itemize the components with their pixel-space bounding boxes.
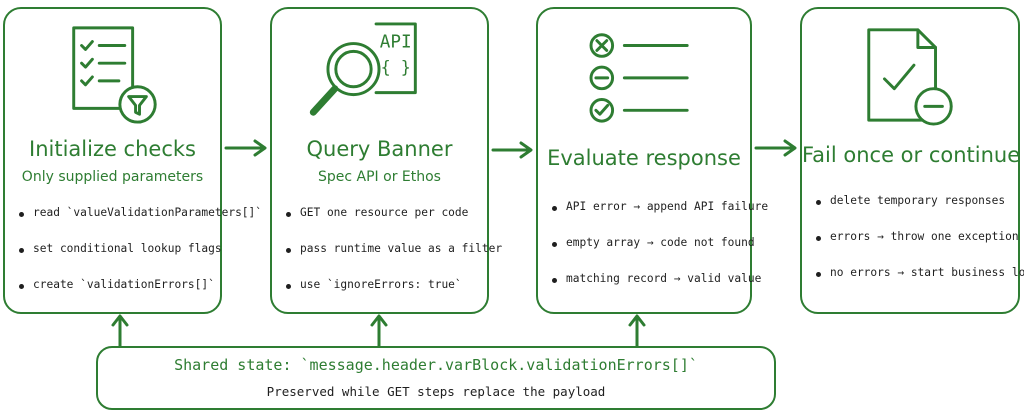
- bullet-list: delete temporary responses errors → thro…: [816, 194, 1024, 302]
- card-title: Evaluate response: [547, 146, 741, 170]
- list-item: API error → append API failure: [552, 200, 768, 236]
- card-title: Fail once or continue: [802, 143, 1021, 167]
- api-label: API: [380, 32, 412, 52]
- card-fail-or-continue: Fail once or continue delete temporary r…: [800, 7, 1024, 314]
- shared-state-box: Shared state: `message.header.varBlock.v…: [96, 346, 776, 410]
- arrow-up-icon: [370, 314, 388, 348]
- list-item: set conditional lookup flags: [19, 242, 222, 278]
- list-item: no errors → start business logic: [816, 266, 1024, 302]
- bullet-list: read `valueValidationParameters[]` set c…: [19, 206, 262, 314]
- arrow-right-icon: [754, 139, 797, 157]
- card-subtitle: Spec API or Ethos: [318, 169, 441, 185]
- list-item: read `valueValidationParameters[]`: [19, 206, 262, 242]
- list-item: pass runtime value as a filter: [286, 242, 502, 278]
- list-item: use `ignoreErrors: true`: [286, 278, 481, 314]
- list-item: create `validationErrors[]`: [19, 278, 215, 314]
- list-item: matching record → valid value: [552, 272, 761, 308]
- list-item: GET one resource per code: [286, 206, 481, 242]
- list-item: errors → throw one exception: [816, 230, 1019, 266]
- evaluation-list-icon: [589, 33, 689, 123]
- bullet-list: API error → append API failure empty arr…: [552, 200, 768, 308]
- card-query-banner: API { } Query Banner Spec API or Ethos G…: [270, 7, 502, 314]
- card-title: Query Banner: [306, 137, 453, 161]
- document-check-minus-icon: [867, 28, 953, 126]
- card-initialize-checks: Initialize checks Only supplied paramete…: [3, 7, 262, 314]
- card-evaluate-response: Evaluate response API error → append API…: [536, 7, 768, 314]
- checklist-filter-icon: [72, 26, 157, 124]
- shared-state-title: Shared state: `message.header.varBlock.v…: [174, 356, 698, 374]
- arrow-up-icon: [628, 314, 646, 348]
- card-title: Initialize checks: [29, 137, 196, 161]
- arrow-up-icon: [111, 314, 129, 348]
- arrow-right-icon: [491, 141, 533, 159]
- bullet-list: GET one resource per code pass runtime v…: [286, 206, 502, 314]
- list-item: empty array → code not found: [552, 236, 755, 272]
- shared-state-subtitle: Preserved while GET steps replace the pa…: [266, 384, 606, 399]
- list-item: delete temporary responses: [816, 194, 1012, 230]
- card-subtitle: Only supplied parameters: [21, 169, 204, 185]
- arrow-right-icon: [224, 139, 267, 157]
- api-search-icon: API { }: [309, 22, 417, 116]
- braces-label: { }: [381, 58, 411, 77]
